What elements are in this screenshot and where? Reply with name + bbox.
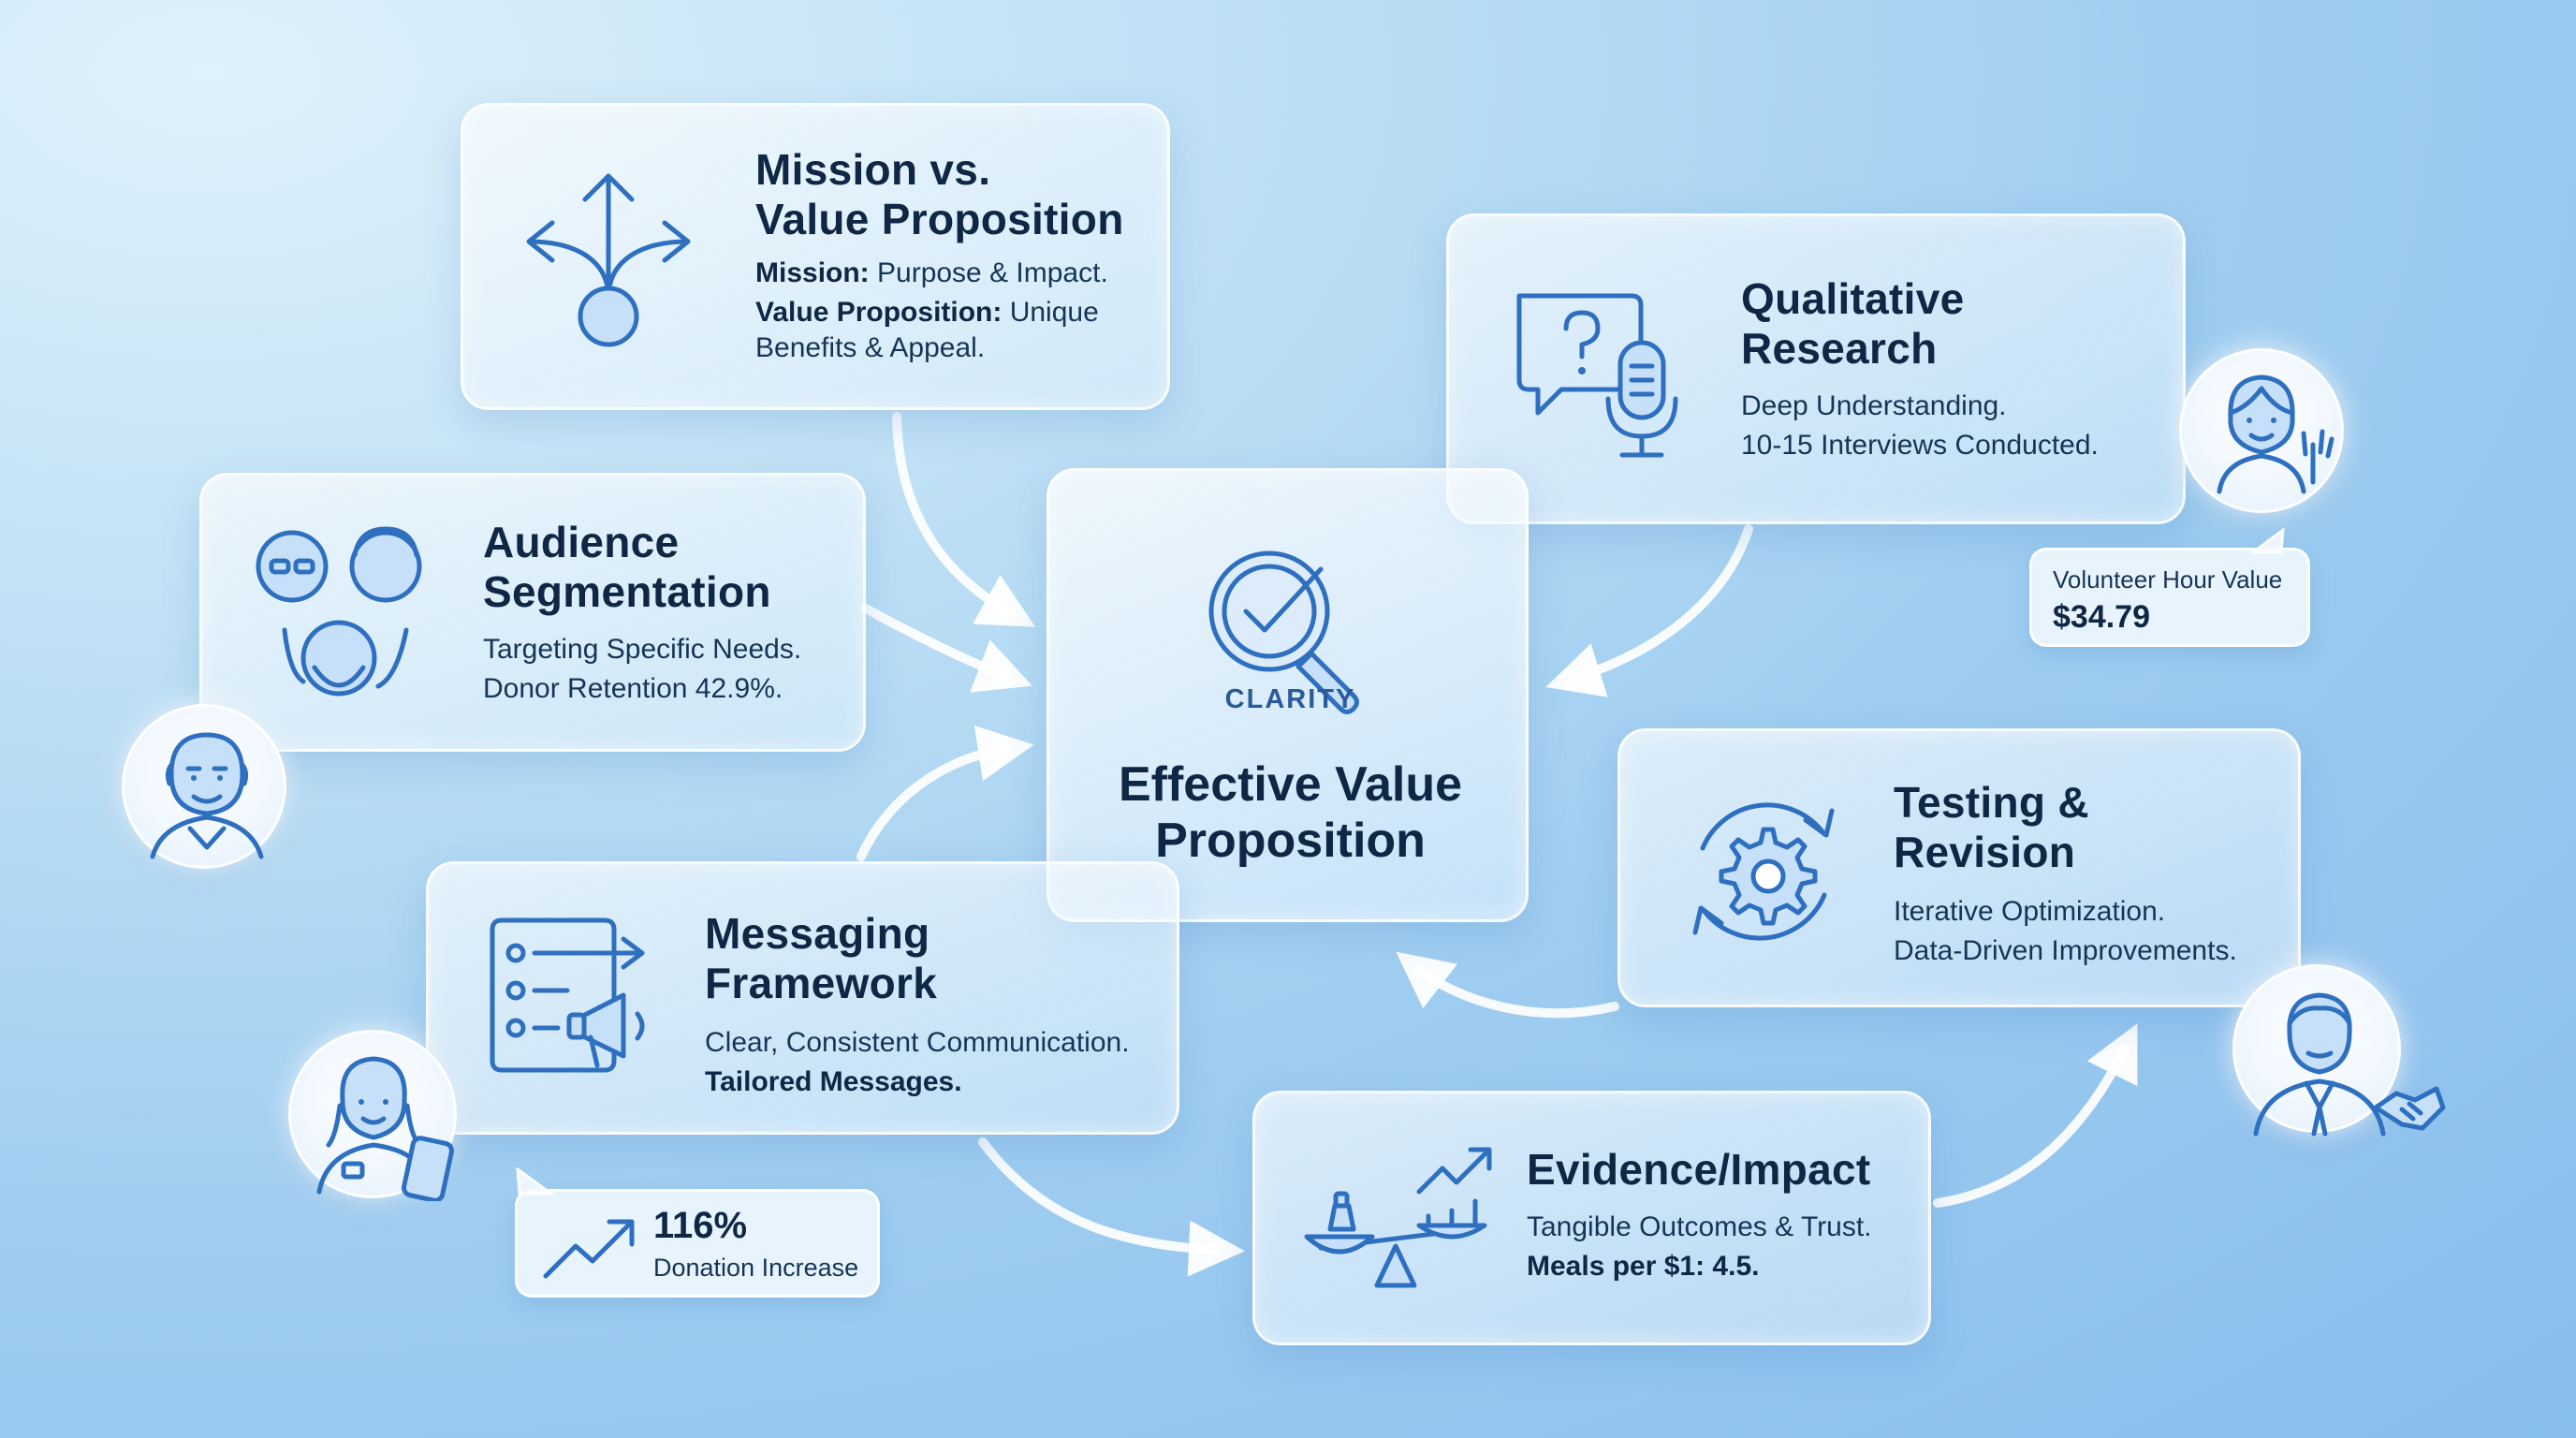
- card-mission-vs-value: Mission vs. Value Proposition Mission: P…: [461, 103, 1170, 410]
- question-chat-microphone-icon: [1500, 277, 1688, 469]
- volunteer-hour-value: $34.79: [2053, 599, 2150, 635]
- evidence-title: Evidence/Impact: [1527, 1145, 1871, 1194]
- arrow-messaging-to-evidence: [978, 1137, 1245, 1277]
- gear-cycle-icon: [1665, 773, 1862, 975]
- card-testing-revision: Testing & Revision Iterative Optimizatio…: [1617, 728, 2301, 1007]
- mission-title-line1: Mission vs.: [755, 145, 991, 194]
- avatar-businessman-handshake: [2232, 964, 2446, 1137]
- donation-increase-label: Donation Increase: [653, 1254, 859, 1282]
- testing-title-line1: Testing &: [1894, 778, 2089, 827]
- arrow-testing-to-center: [1396, 951, 1619, 1019]
- qualitative-line2: 10-15 Interviews Conducted.: [1741, 430, 2099, 461]
- center-title-line2: Proposition: [1155, 814, 1426, 868]
- checklist-megaphone-icon: [483, 916, 670, 1089]
- testing-line1: Iterative Optimization.: [1894, 896, 2166, 927]
- avatar-woman-waving: [2179, 348, 2344, 513]
- arrow-evidence-to-testing: [1933, 1023, 2138, 1208]
- audience-line2: Donor Retention 42.9%.: [483, 673, 783, 704]
- avatar-woman-with-tablet: [288, 1030, 457, 1203]
- card-qualitative-research: Qualitative Research Deep Understanding.…: [1446, 213, 2186, 524]
- bubble-tail: [2249, 528, 2285, 554]
- people-group-icon: [247, 518, 453, 728]
- clarity-badge: CLARITY: [1224, 684, 1356, 714]
- magnifier-check-icon: [1190, 532, 1396, 724]
- avatar-elderly-man: [122, 704, 286, 869]
- messaging-title-line2: Framework: [705, 959, 938, 1007]
- arrow-qualitative-to-center: [1545, 524, 1753, 697]
- qualitative-line1: Deep Understanding.: [1741, 390, 2007, 421]
- donation-increase-value: 116%: [653, 1205, 748, 1246]
- mission-title-line2: Value Proposition: [755, 195, 1124, 243]
- scale-chart-icon: [1293, 1136, 1508, 1318]
- audience-title-line1: Audience: [483, 518, 680, 566]
- testing-line2: Data-Driven Improvements.: [1894, 935, 2237, 966]
- card-evidence-impact: Evidence/Impact Tangible Outcomes & Trus…: [1252, 1091, 1931, 1345]
- arrow-messaging-to-center: [856, 725, 1034, 861]
- messaging-line1: Clear, Consistent Communication.: [705, 1027, 1130, 1058]
- volunteer-hour-value-bubble: Volunteer Hour Value $34.79: [2029, 528, 2310, 647]
- qualitative-title-line2: Research: [1741, 324, 1938, 373]
- trend-up-icon: [538, 1211, 641, 1290]
- volunteer-hour-label: Volunteer Hour Value: [2053, 565, 2283, 594]
- testing-title-line2: Revision: [1894, 828, 2076, 876]
- messaging-line2: Tailored Messages.: [705, 1066, 962, 1097]
- bubble-tail: [516, 1167, 555, 1196]
- arrow-audience-to-center: [861, 604, 1033, 693]
- mission-line1: Mission: Purpose & Impact.: [755, 257, 1108, 288]
- qualitative-title-line1: Qualitative: [1741, 274, 1965, 323]
- branching-arrows-icon: [501, 157, 716, 368]
- arrow-mission-to-center: [892, 412, 1036, 627]
- messaging-title-line1: Messaging: [705, 909, 930, 958]
- center-title-line1: Effective Value: [1118, 757, 1463, 812]
- card-effective-value-proposition: CLARITY Effective Value Proposition: [1046, 468, 1529, 922]
- mission-line3: Benefits & Appeal.: [755, 332, 986, 363]
- audience-line1: Targeting Specific Needs.: [483, 634, 802, 665]
- evidence-line1: Tangible Outcomes & Trust.: [1527, 1211, 1872, 1242]
- card-audience-segmentation: Audience Segmentation Targeting Specific…: [199, 473, 866, 752]
- card-messaging-framework: Messaging Framework Clear, Consistent Co…: [426, 861, 1179, 1135]
- donation-increase-bubble: 116% Donation Increase: [515, 1167, 880, 1298]
- audience-title-line2: Segmentation: [483, 567, 771, 616]
- mission-line2: Value Proposition: Unique: [755, 297, 1099, 328]
- evidence-line2: Meals per $1: 4.5.: [1527, 1251, 1760, 1282]
